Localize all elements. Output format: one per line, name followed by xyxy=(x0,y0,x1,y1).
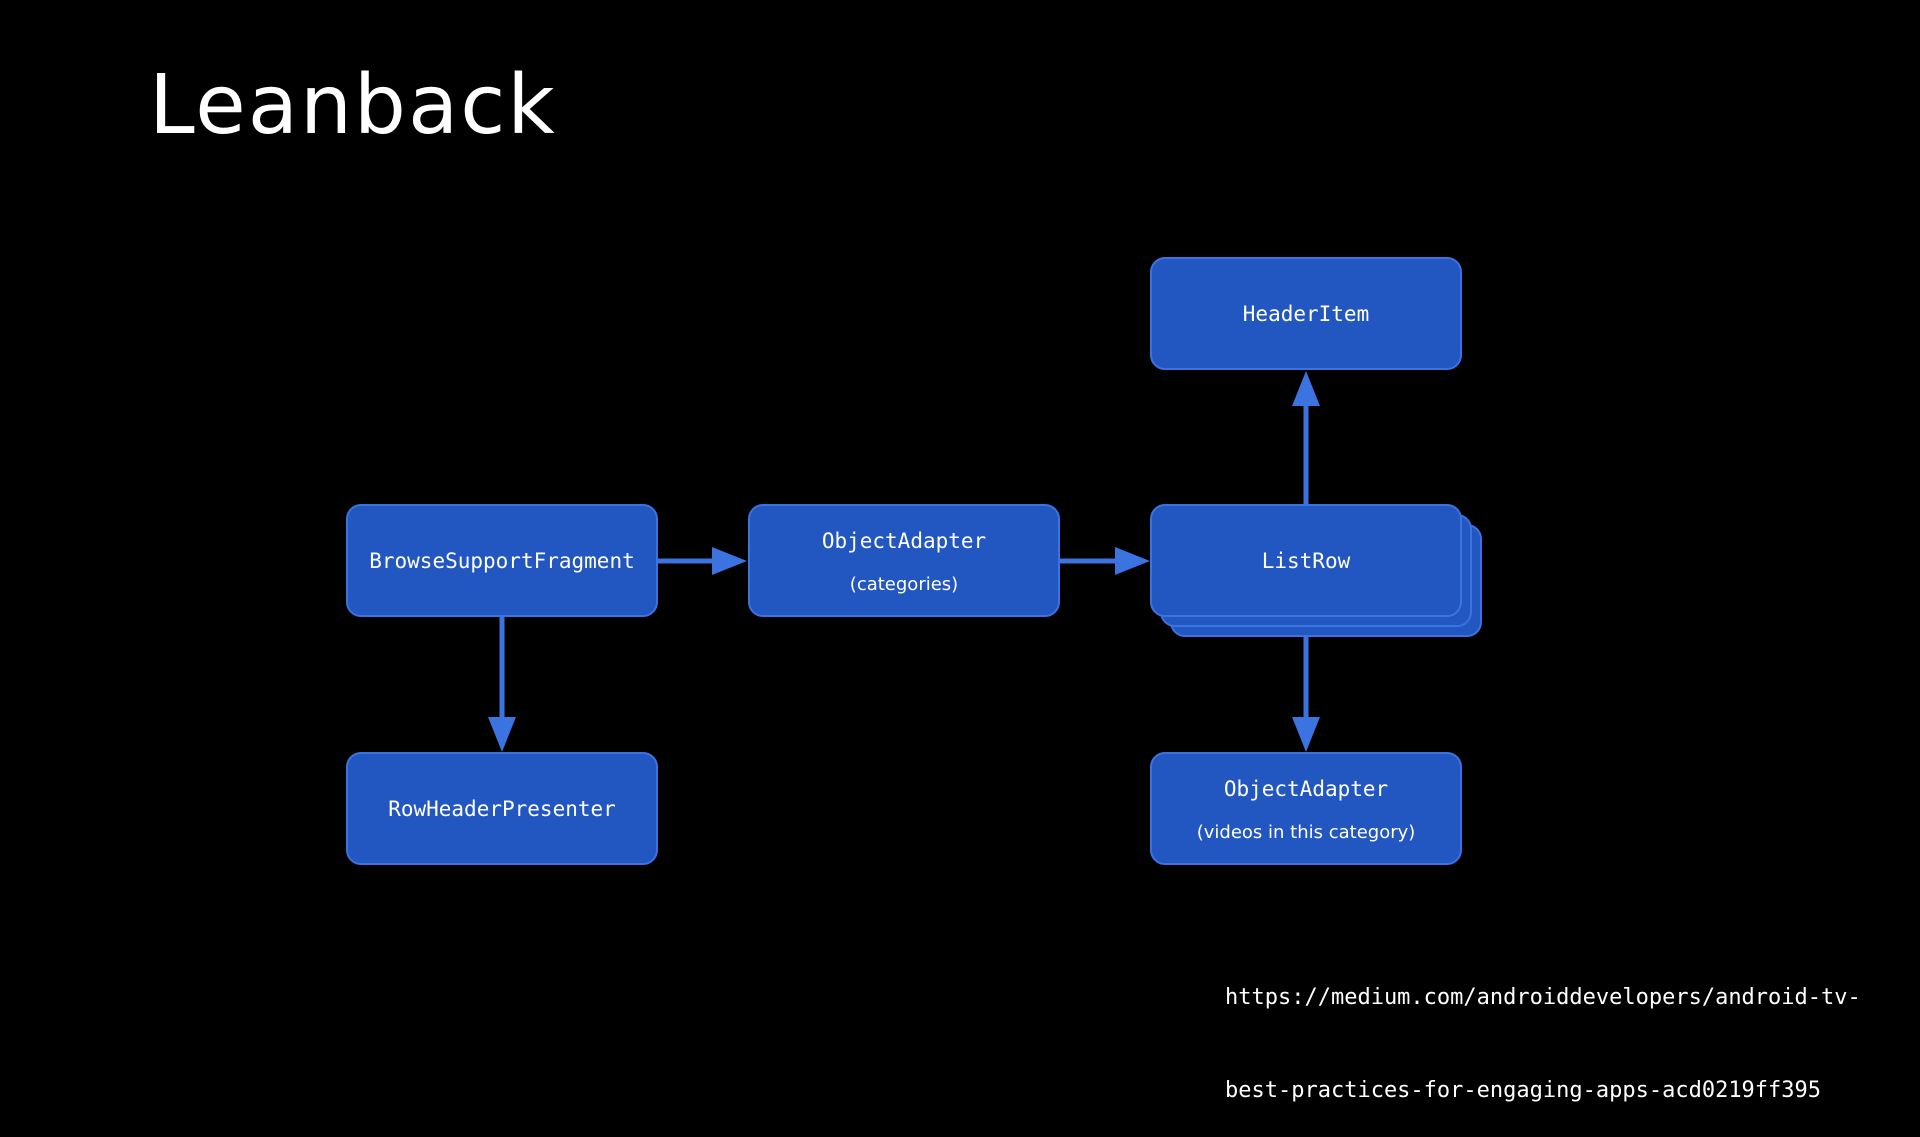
slide-title: Leanback xyxy=(149,58,557,153)
node-browse-support-fragment: BrowseSupportFragment xyxy=(346,504,658,617)
arrow-fragment-to-categories-adapter xyxy=(658,547,747,575)
node-object-adapter-categories-sublabel: (categories) xyxy=(850,574,958,595)
node-object-adapter-categories-label: ObjectAdapter xyxy=(822,529,986,553)
architecture-diagram: BrowseSupportFragment ObjectAdapter (cat… xyxy=(346,257,1482,865)
node-list-row: ListRow xyxy=(1150,504,1482,637)
node-row-header-presenter: RowHeaderPresenter xyxy=(346,752,658,865)
node-list-row-label: ListRow xyxy=(1262,549,1351,573)
node-browse-support-fragment-label: BrowseSupportFragment xyxy=(369,549,635,573)
arrow-listrow-to-headeritem xyxy=(1292,371,1320,505)
node-header-item-label: HeaderItem xyxy=(1243,302,1369,326)
arrow-fragment-to-rowheaderpresenter xyxy=(488,616,516,752)
arrow-categories-adapter-to-listrow xyxy=(1060,547,1150,575)
node-object-adapter-videos-label: ObjectAdapter xyxy=(1224,777,1388,801)
node-row-header-presenter-label: RowHeaderPresenter xyxy=(388,797,616,821)
node-header-item: HeaderItem xyxy=(1150,257,1462,370)
source-url[interactable]: https://medium.com/androiddevelopers/and… xyxy=(1225,920,1905,1137)
node-object-adapter-videos-sublabel: (videos in this category) xyxy=(1197,822,1416,843)
node-object-adapter-videos: ObjectAdapter (videos in this category) xyxy=(1150,752,1462,865)
node-object-adapter-categories: ObjectAdapter (categories) xyxy=(748,504,1060,617)
source-url-line-1: https://medium.com/androiddevelopers/and… xyxy=(1225,985,1861,1010)
node-list-row-stack-front xyxy=(1150,504,1462,617)
